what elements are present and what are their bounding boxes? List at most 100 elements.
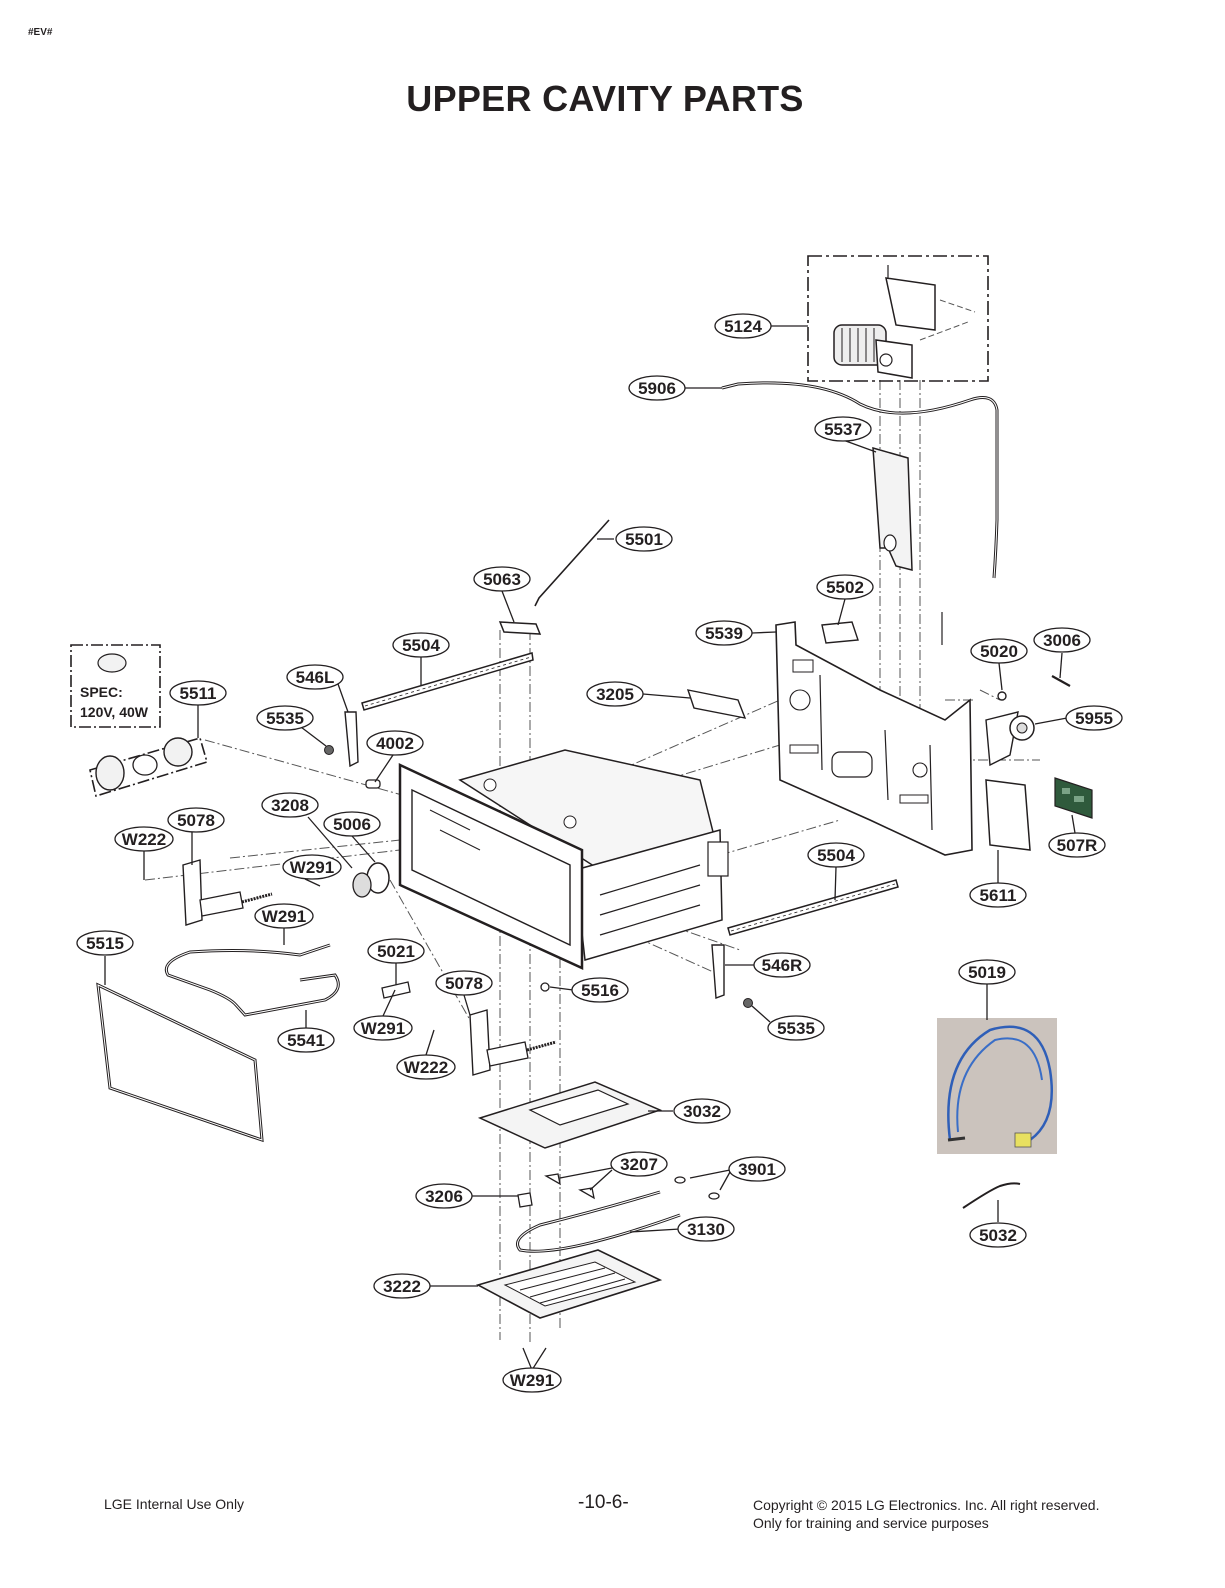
page-title: UPPER CAVITY PARTS bbox=[406, 78, 804, 119]
callout-3206: 3206 bbox=[415, 1183, 473, 1209]
svg-text:5535: 5535 bbox=[266, 709, 304, 728]
part-5063-bracket bbox=[498, 621, 542, 635]
part-5502-bracket bbox=[821, 621, 859, 644]
part-5535-nut-lower bbox=[743, 998, 753, 1008]
part-3206-clip bbox=[517, 1192, 533, 1208]
callout-5535-lower: 5535 bbox=[767, 1015, 825, 1041]
callout-5955: 5955 bbox=[1065, 705, 1123, 731]
part-546l-hinge bbox=[344, 711, 359, 768]
svg-text:W291: W291 bbox=[262, 907, 306, 926]
svg-text:546L: 546L bbox=[296, 668, 335, 687]
footer-copyright-line1: Copyright © 2015 LG Electronics. Inc. Al… bbox=[753, 1497, 1100, 1513]
part-5539-back-plate bbox=[775, 621, 973, 856]
callout-5501: 5501 bbox=[615, 526, 673, 552]
callout-w222-upper: W222 bbox=[114, 826, 174, 852]
part-5535-nut-upper bbox=[324, 745, 334, 755]
svg-text:W291: W291 bbox=[361, 1019, 405, 1038]
svg-text:W291: W291 bbox=[510, 1371, 554, 1390]
part-3006-pin bbox=[1051, 675, 1071, 687]
callout-5511: 5511 bbox=[169, 680, 227, 706]
svg-text:3207: 3207 bbox=[620, 1155, 658, 1174]
part-5516-plug bbox=[540, 982, 550, 992]
spec-box bbox=[70, 644, 161, 728]
part-3222-cover bbox=[475, 1249, 663, 1319]
part-507r-pcb bbox=[1054, 777, 1093, 819]
svg-text:5906: 5906 bbox=[638, 379, 676, 398]
part-5611-bracket bbox=[985, 779, 1031, 851]
part-5504-rail-lower bbox=[727, 879, 899, 936]
svg-text:3206: 3206 bbox=[425, 1187, 463, 1206]
callout-5537: 5537 bbox=[814, 416, 872, 442]
part-5504-rail-upper bbox=[361, 652, 534, 711]
callout-3006: 3006 bbox=[1033, 627, 1091, 653]
footer-page-number: -10-6- bbox=[578, 1492, 629, 1513]
part-5078-hinge-upper bbox=[182, 859, 273, 926]
svg-text:5020: 5020 bbox=[980, 642, 1018, 661]
callout-5504-lower: 5504 bbox=[807, 842, 865, 868]
svg-text:5955: 5955 bbox=[1075, 709, 1113, 728]
svg-text:5541: 5541 bbox=[287, 1031, 325, 1050]
callout-546l: 546L bbox=[286, 664, 344, 690]
callout-4002: 4002 bbox=[366, 730, 424, 756]
svg-text:5511: 5511 bbox=[180, 684, 217, 703]
w291-bottom-leader bbox=[522, 1347, 547, 1372]
part-5906-tube bbox=[721, 381, 999, 579]
callout-w291-bottom: W291 bbox=[502, 1367, 562, 1393]
callout-3208: 3208 bbox=[261, 792, 319, 818]
svg-text:5006: 5006 bbox=[333, 815, 371, 834]
part-5955-motor bbox=[985, 711, 1035, 767]
footer-copyright: Copyright © 2015 LG Electronics. Inc. Al… bbox=[753, 1496, 1099, 1532]
callout-5515: 5515 bbox=[76, 930, 134, 956]
svg-text:5539: 5539 bbox=[705, 624, 743, 643]
callout-w291-a: W291 bbox=[282, 854, 342, 880]
callout-w222-lower: W222 bbox=[396, 1054, 456, 1080]
doc-tag: #EV# bbox=[28, 27, 53, 38]
svg-text:5501: 5501 bbox=[625, 530, 663, 549]
svg-text:5504: 5504 bbox=[402, 636, 440, 655]
leader-lines bbox=[104, 325, 1078, 1370]
part-5021-bracket bbox=[381, 981, 411, 999]
callout-w291-c: W291 bbox=[353, 1015, 413, 1041]
part-4002-sensor bbox=[365, 779, 381, 789]
svg-text:3130: 3130 bbox=[687, 1220, 725, 1239]
part-5501-rod bbox=[534, 519, 610, 607]
svg-text:3205: 3205 bbox=[596, 685, 634, 704]
callout-3205: 3205 bbox=[586, 681, 644, 707]
part-3901-washer bbox=[674, 1176, 720, 1200]
svg-text:507R: 507R bbox=[1057, 836, 1098, 855]
callout-5078-lower: 5078 bbox=[435, 970, 493, 996]
callout-5124: 5124 bbox=[714, 313, 772, 339]
part-5541-element bbox=[164, 943, 340, 1017]
part-3205-bracket bbox=[686, 689, 747, 719]
svg-text:3222: 3222 bbox=[383, 1277, 421, 1296]
svg-text:5516: 5516 bbox=[581, 981, 619, 1000]
part-5019-photo bbox=[937, 1018, 1057, 1154]
part-5078-hinge-lower bbox=[469, 1009, 557, 1076]
callout-3032: 3032 bbox=[673, 1098, 731, 1124]
svg-text:W222: W222 bbox=[404, 1058, 448, 1077]
svg-text:5078: 5078 bbox=[445, 974, 483, 993]
part-cavity-body bbox=[398, 749, 729, 970]
footer-internal-use: LGE Internal Use Only bbox=[104, 1496, 245, 1512]
callout-5078-upper: 5078 bbox=[167, 807, 225, 833]
svg-text:5019: 5019 bbox=[968, 963, 1006, 982]
part-3207-clip bbox=[544, 1173, 595, 1200]
part-5511-lamp-assembly bbox=[89, 737, 208, 798]
callout-5063: 5063 bbox=[473, 566, 531, 592]
callout-546r: 546R bbox=[753, 952, 811, 978]
callout-5611: 5611 bbox=[969, 882, 1027, 908]
part-5124-blower-assembly bbox=[807, 255, 989, 382]
callout-5516: 5516 bbox=[571, 977, 629, 1003]
callout-3130: 3130 bbox=[677, 1216, 735, 1242]
part-5020-screw bbox=[997, 691, 1007, 701]
callout-3207: 3207 bbox=[610, 1151, 668, 1177]
callout-5535-upper: 5535 bbox=[256, 705, 314, 731]
callout-5541: 5541 bbox=[277, 1027, 335, 1053]
callout-group: 5124 5906 5537 5501 5063 5502 5504 5539 … bbox=[76, 313, 1123, 1393]
svg-text:5078: 5078 bbox=[177, 811, 215, 830]
part-5006-fan bbox=[352, 862, 390, 898]
callout-5032: 5032 bbox=[969, 1222, 1027, 1248]
callout-5019: 5019 bbox=[958, 959, 1016, 985]
callout-5906: 5906 bbox=[628, 375, 686, 401]
